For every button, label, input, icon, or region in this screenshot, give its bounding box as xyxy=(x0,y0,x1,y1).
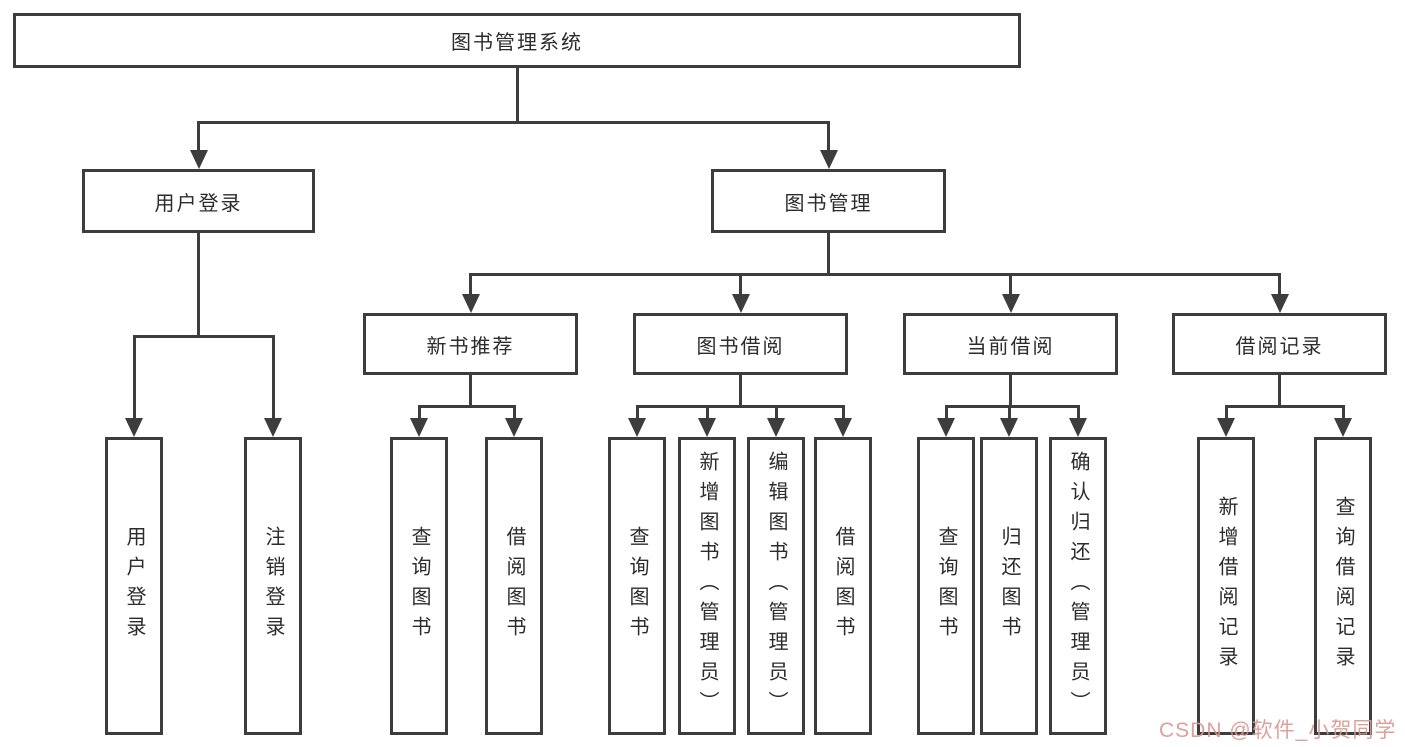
arrow-down-icon xyxy=(410,418,428,437)
arrow-down-icon xyxy=(1334,418,1352,437)
arrow-down-icon xyxy=(820,150,838,169)
arrow-down-icon xyxy=(462,294,480,313)
connector-stem xyxy=(513,405,516,421)
connector-rail xyxy=(418,405,515,408)
connector-stem xyxy=(133,335,136,420)
arrow-down-icon xyxy=(125,418,143,437)
connector-stem xyxy=(739,374,742,408)
connector-rail xyxy=(133,335,274,338)
connector-stem xyxy=(418,405,421,421)
connector-stem xyxy=(706,405,709,421)
arrow-down-icon xyxy=(1217,418,1235,437)
leaf-borrow-books-borrow: 借阅图书 xyxy=(814,437,872,735)
connector-stem xyxy=(1009,273,1012,296)
connector-stem xyxy=(1009,374,1012,408)
arrow-down-icon xyxy=(505,418,523,437)
arrow-down-icon xyxy=(1271,294,1289,313)
arrow-down-icon xyxy=(628,418,646,437)
connector-stem xyxy=(1008,405,1011,421)
leaf-return-book: 归还图书 xyxy=(980,437,1038,735)
leaf-borrow-books-recommend: 借阅图书 xyxy=(485,437,543,735)
connector-rail xyxy=(1225,405,1343,408)
node-user-login: 用户登录 xyxy=(82,169,315,233)
node-library-management-system: 图书管理系统 xyxy=(13,13,1021,68)
arrow-down-icon xyxy=(698,418,716,437)
arrow-down-icon xyxy=(732,294,750,313)
arrow-down-icon xyxy=(190,150,208,169)
leaf-query-books-current: 查询图书 xyxy=(917,437,975,735)
connector-stem xyxy=(775,405,778,421)
connector-stem xyxy=(827,121,830,152)
arrow-down-icon xyxy=(767,418,785,437)
node-book-management: 图书管理 xyxy=(711,169,946,233)
arrow-down-icon xyxy=(1002,294,1020,313)
leaf-add-book-admin: 新增图书（管理员） xyxy=(678,437,736,735)
leaf-query-books-borrow: 查询图书 xyxy=(608,437,666,735)
connector-stem xyxy=(197,121,200,152)
connector-stem xyxy=(469,273,472,296)
connector-stem xyxy=(1225,405,1228,421)
node-borrowing-records: 借阅记录 xyxy=(1172,313,1387,375)
connector-stem xyxy=(739,273,742,296)
leaf-user-login: 用户登录 xyxy=(105,437,163,735)
arrow-down-icon xyxy=(1000,418,1018,437)
connector-stem xyxy=(827,230,830,276)
arrow-down-icon xyxy=(937,418,955,437)
connector-rail xyxy=(945,405,1079,408)
leaf-edit-book-admin: 编辑图书（管理员） xyxy=(747,437,805,735)
connector-rail xyxy=(636,405,844,408)
connector-stem xyxy=(1342,405,1345,421)
connector-stem xyxy=(469,374,472,408)
connector-stem xyxy=(945,405,948,421)
connector-stem xyxy=(636,405,639,421)
leaf-query-books-recommend: 查询图书 xyxy=(390,437,448,735)
arrow-down-icon xyxy=(1069,418,1087,437)
connector-stem xyxy=(842,405,845,421)
arrow-down-icon xyxy=(264,418,282,437)
arrow-down-icon xyxy=(834,418,852,437)
connector-stem xyxy=(1077,405,1080,421)
connector-level3-rail xyxy=(469,273,1281,276)
connector-stem xyxy=(272,335,275,420)
connector-level1-rail xyxy=(197,121,830,124)
connector-stem xyxy=(197,230,200,338)
node-book-borrowing: 图书借阅 xyxy=(633,313,848,375)
leaf-add-borrow-record: 新增借阅记录 xyxy=(1197,437,1255,735)
connector-stem xyxy=(1278,273,1281,296)
leaf-confirm-return-admin: 确认归还（管理员） xyxy=(1049,437,1107,735)
node-new-book-recommend: 新书推荐 xyxy=(363,313,578,375)
node-current-borrowing: 当前借阅 xyxy=(903,313,1118,375)
leaf-logout: 注销登录 xyxy=(244,437,302,735)
connector-root-stem xyxy=(516,68,519,124)
leaf-query-borrow-record: 查询借阅记录 xyxy=(1314,437,1372,735)
connector-stem xyxy=(1278,374,1281,408)
